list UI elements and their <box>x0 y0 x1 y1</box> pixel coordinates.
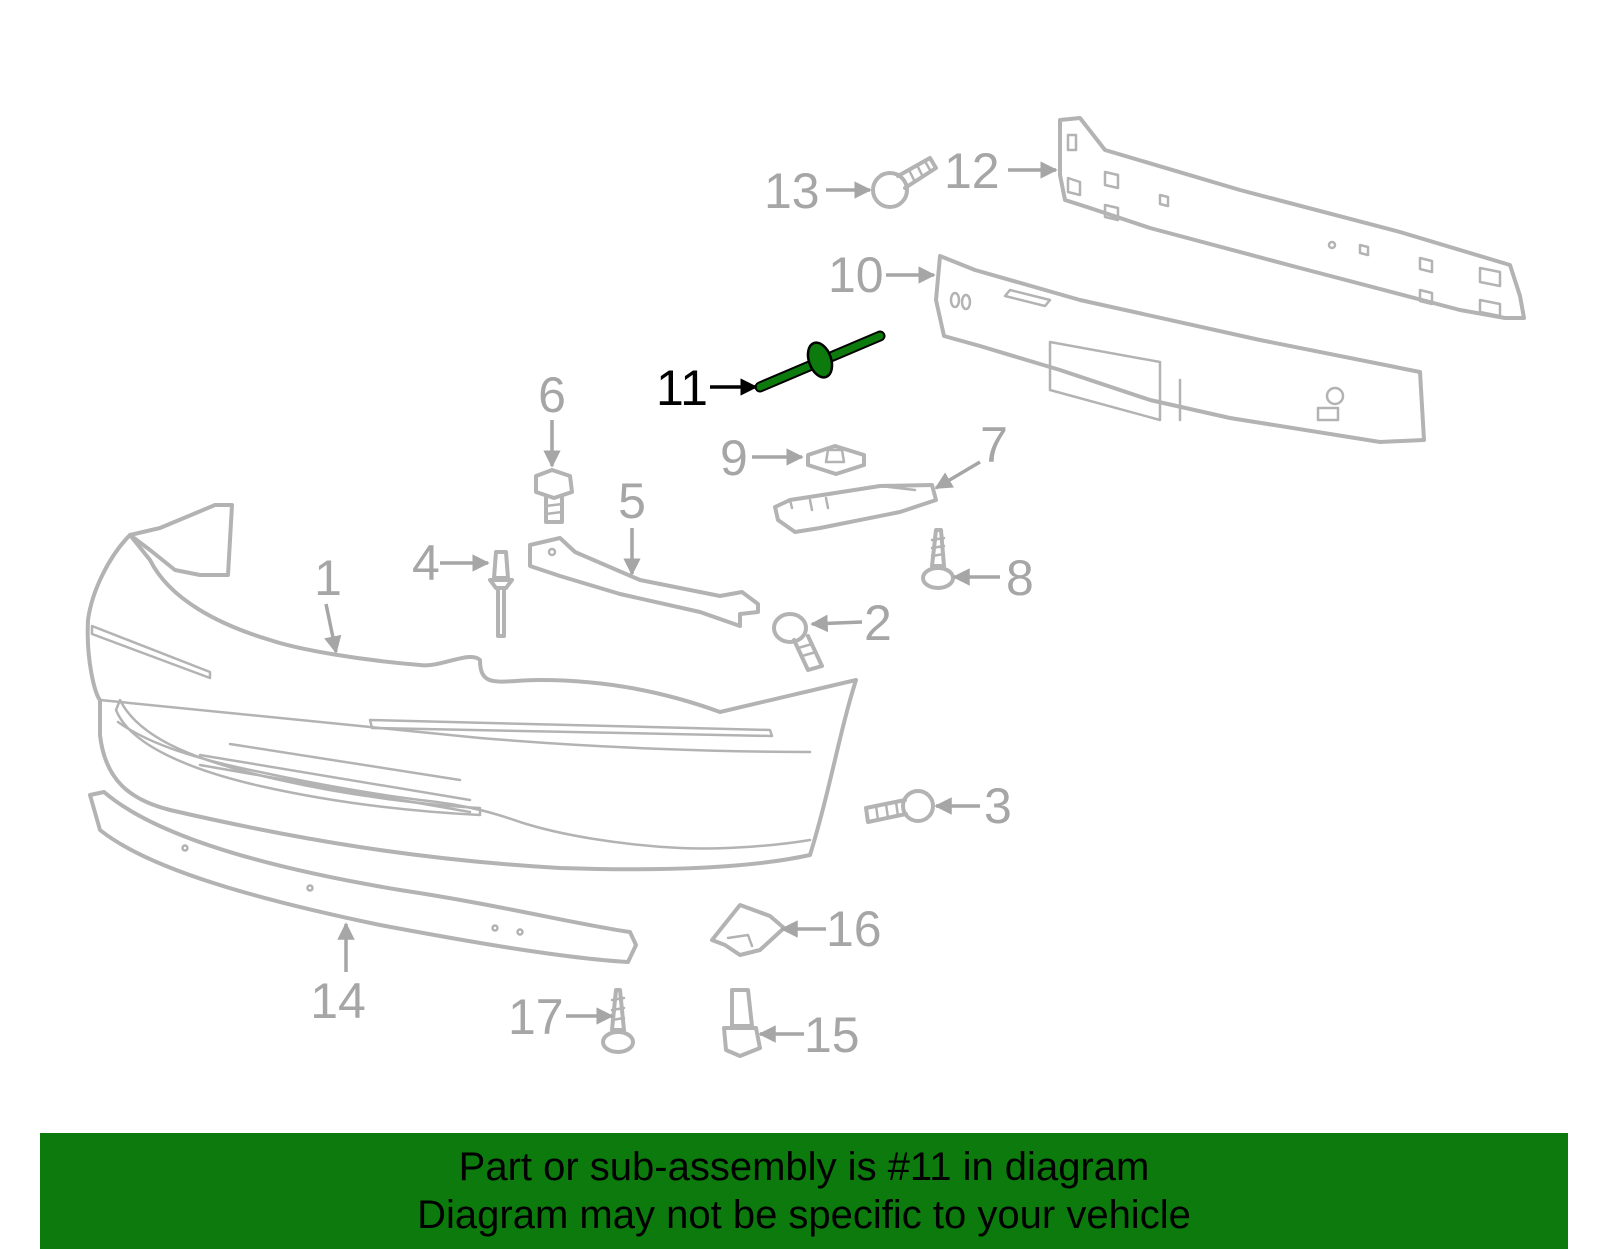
callout-2[interactable]: 2 <box>864 595 892 651</box>
part-1-bumper-cover <box>85 503 858 872</box>
part-8-screw <box>921 528 955 590</box>
callout-17[interactable]: 17 <box>508 989 564 1045</box>
callout-10[interactable]: 10 <box>828 247 884 303</box>
callout-13[interactable]: 13 <box>764 163 820 219</box>
callout-16[interactable]: 16 <box>826 901 882 957</box>
part-11-pin <box>754 330 886 393</box>
part-16-clip <box>710 903 786 957</box>
callout-14[interactable]: 14 <box>310 973 366 1029</box>
part-9-nut <box>806 444 866 476</box>
callout-11[interactable]: 11 <box>656 360 708 416</box>
callout-15[interactable]: 15 <box>804 1007 860 1063</box>
part-6-bolt <box>534 468 574 524</box>
callout-labels: 1 2 3 4 5 6 7 8 9 10 11 12 13 14 15 16 1… <box>310 143 1034 1063</box>
callout-9[interactable]: 9 <box>720 430 748 486</box>
part-7-bracket <box>773 483 938 534</box>
callout-3[interactable]: 3 <box>984 778 1012 834</box>
callout-8[interactable]: 8 <box>1006 550 1034 606</box>
info-banner: Part or sub-assembly is #11 in diagram D… <box>40 1133 1568 1249</box>
part-4-pin <box>488 550 514 638</box>
part-10-absorber <box>934 254 1426 444</box>
part-14-valance <box>88 790 638 964</box>
callout-leaders <box>324 161 1058 1043</box>
part-13-bolt <box>871 156 938 209</box>
part-3-bolt <box>864 789 935 824</box>
banner-line-part-number: Part or sub-assembly is #11 in diagram <box>458 1145 1150 1189</box>
callout-12[interactable]: 12 <box>944 143 1000 199</box>
part-15-bolt <box>722 988 762 1058</box>
callout-4[interactable]: 4 <box>412 535 440 591</box>
part-17-screw <box>601 988 635 1054</box>
part-12-reinforcement <box>1058 116 1526 320</box>
callout-5[interactable]: 5 <box>618 473 646 529</box>
callout-1[interactable]: 1 <box>314 550 342 606</box>
parts-diagram: 1 2 3 4 5 6 7 8 9 10 11 12 13 14 15 16 1… <box>85 116 1526 1063</box>
callout-6[interactable]: 6 <box>538 367 566 423</box>
banner-line-disclaimer: Diagram may not be specific to your vehi… <box>417 1193 1191 1237</box>
part-2-fastener <box>772 612 824 672</box>
callout-7[interactable]: 7 <box>980 417 1008 473</box>
part-5-bracket <box>528 536 760 628</box>
